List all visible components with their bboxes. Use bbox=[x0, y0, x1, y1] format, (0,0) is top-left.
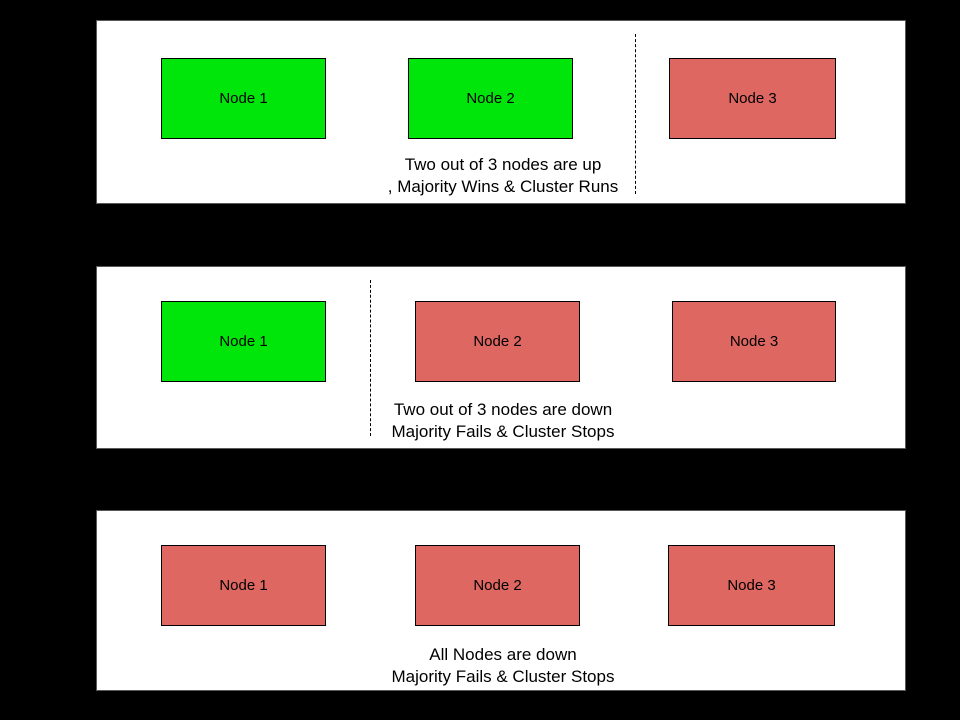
node-box-1: Node 1 bbox=[161, 301, 326, 382]
node-box-1: Node 1 bbox=[161, 545, 326, 626]
node-box-2: Node 2 bbox=[408, 58, 573, 139]
node-label: Node 2 bbox=[473, 577, 522, 594]
quorum-partition-dashed-line bbox=[370, 280, 371, 436]
node-label: Node 1 bbox=[219, 577, 268, 594]
node-label: Node 3 bbox=[727, 577, 776, 594]
node-box-1: Node 1 bbox=[161, 58, 326, 139]
node-label: Node 1 bbox=[219, 90, 268, 107]
panel-all-nodes-down: Node 1 Node 2 Node 3 All Nodes are down … bbox=[96, 510, 906, 691]
panel-caption: Two out of 3 nodes are up , Majority Win… bbox=[343, 154, 663, 198]
panel-two-nodes-up: Node 1 Node 2 Node 3 Two out of 3 nodes … bbox=[96, 20, 906, 204]
node-box-2: Node 2 bbox=[415, 545, 580, 626]
node-box-3: Node 3 bbox=[669, 58, 836, 139]
node-label: Node 2 bbox=[473, 333, 522, 350]
caption-line: Two out of 3 nodes are up bbox=[404, 155, 602, 174]
node-label: Node 2 bbox=[466, 90, 515, 107]
node-label: Node 3 bbox=[728, 90, 777, 107]
caption-line: Majority Fails & Cluster Stops bbox=[391, 667, 615, 686]
panel-caption: All Nodes are down Majority Fails & Clus… bbox=[343, 644, 663, 688]
node-box-3: Node 3 bbox=[672, 301, 836, 382]
caption-line: Two out of 3 nodes are down bbox=[393, 400, 613, 419]
node-label: Node 1 bbox=[219, 333, 268, 350]
panel-caption: Two out of 3 nodes are down Majority Fai… bbox=[343, 399, 663, 443]
node-box-2: Node 2 bbox=[415, 301, 580, 382]
node-box-3: Node 3 bbox=[668, 545, 835, 626]
panel-two-nodes-down: Node 1 Node 2 Node 3 Two out of 3 nodes … bbox=[96, 266, 906, 449]
node-label: Node 3 bbox=[729, 333, 779, 350]
caption-line: All Nodes are down bbox=[429, 645, 577, 664]
caption-line: , Majority Wins & Cluster Runs bbox=[387, 177, 619, 196]
quorum-partition-dashed-line bbox=[635, 34, 636, 194]
caption-line: Majority Fails & Cluster Stops bbox=[391, 422, 615, 441]
